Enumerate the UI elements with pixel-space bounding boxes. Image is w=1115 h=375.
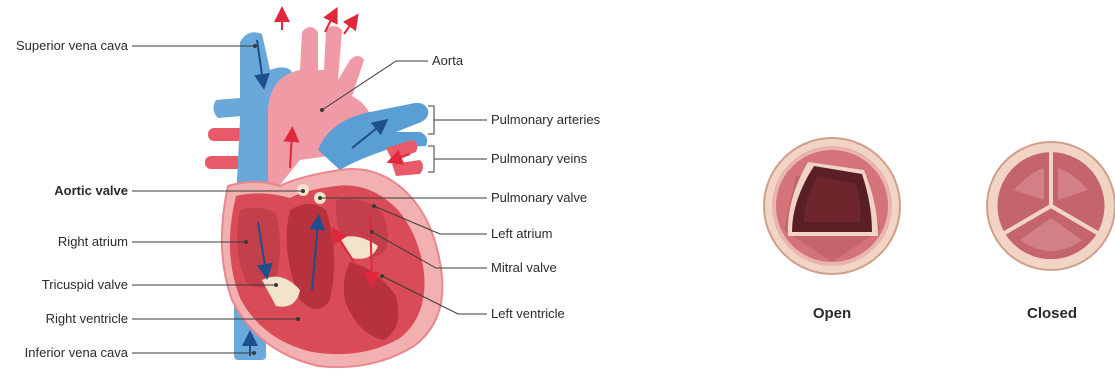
label-right-atrium: Right atrium <box>58 234 128 249</box>
label-left-ventricle: Left ventricle <box>491 306 565 321</box>
label-tricuspid-valve: Tricuspid valve <box>42 277 128 292</box>
bracket-pulmonary-veins <box>428 146 438 172</box>
label-pulmonary-valve: Pulmonary valve <box>491 190 587 205</box>
label-pulmonary-veins: Pulmonary veins <box>491 151 588 166</box>
valve-open-illustration <box>764 138 900 274</box>
caption-open: Open <box>813 305 851 322</box>
label-aortic-valve: Aortic valve <box>54 183 128 198</box>
label-mitral-valve: Mitral valve <box>491 260 557 275</box>
label-right-ventricle: Right ventricle <box>46 311 128 326</box>
label-superior-vena-cava: Superior vena cava <box>16 38 129 53</box>
label-aorta: Aorta <box>432 53 464 68</box>
bracket-pulmonary-arteries <box>428 106 438 134</box>
label-pulmonary-arteries: Pulmonary arteries <box>491 112 601 127</box>
caption-closed: Closed <box>1027 305 1077 322</box>
label-inferior-vena-cava: Inferior vena cava <box>25 345 129 360</box>
valve-closed-illustration <box>987 142 1115 270</box>
label-left-atrium: Left atrium <box>491 226 552 241</box>
